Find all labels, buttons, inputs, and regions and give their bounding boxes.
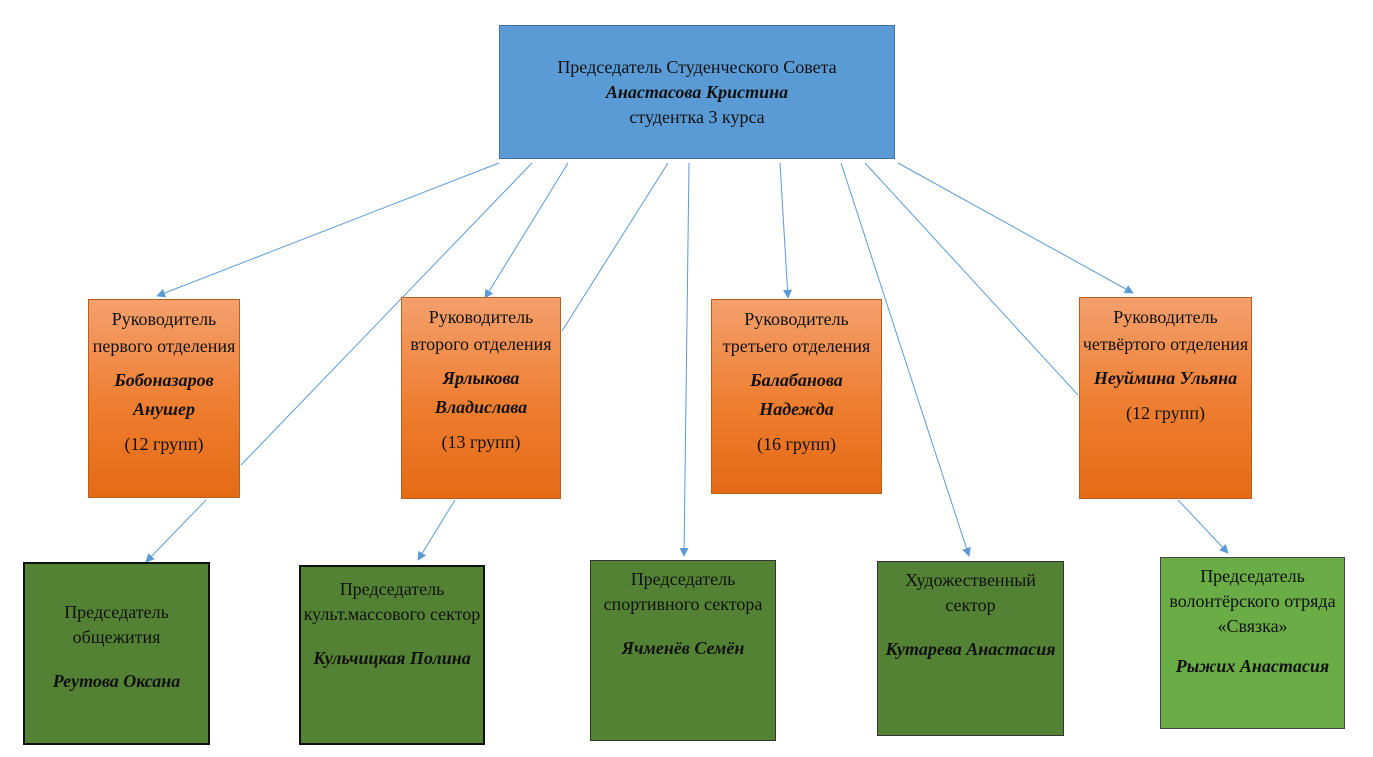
sector-head-name: Кульчицкая Полина: [313, 648, 471, 668]
sector-role: Председатель спортивного сектора: [603, 569, 763, 614]
sector-role: Художественный сектор: [905, 570, 1036, 615]
arrow-to-department-1: [156, 162, 500, 298]
sector-sports-box: Председатель спортивного сектора Ячменёв…: [590, 560, 776, 741]
department-head-name: Бобоназаров Анушер: [114, 370, 214, 419]
department-role: Руководитель четвёртого отделения: [1082, 307, 1249, 354]
department-head-name: Неуймина Ульяна: [1093, 368, 1238, 388]
department-2-box: Руководитель второго отделения Ярлыкова …: [401, 297, 561, 499]
department-groups: (16 групп): [757, 434, 836, 454]
student-council-chair-box: Председатель Студенческого Совета Анаста…: [499, 25, 895, 159]
chair-subtitle: студентка 3 курса: [629, 106, 765, 127]
line-top-to-sector-1-upper: [240, 162, 533, 466]
line-top-to-sector-2-lower: [417, 499, 456, 561]
chair-title: Председатель Студенческого Совета: [557, 56, 837, 77]
arrow-to-department-2: [484, 162, 569, 299]
sector-cultural-box: Председатель культ.массового сектор Куль…: [299, 565, 485, 745]
sector-role: Председатель волонтёрского отряда «Связк…: [1169, 566, 1336, 636]
sector-head-name: Реутова Оксана: [52, 671, 181, 691]
sector-head-name: Кутарева Анастасия: [885, 639, 1056, 659]
department-groups: (12 групп): [1126, 403, 1205, 423]
arrow-to-sector-4: [840, 162, 971, 557]
department-groups: (13 групп): [441, 432, 521, 452]
sector-role: Председатель общежития: [64, 602, 169, 647]
arrow-to-department-4: [897, 162, 1134, 294]
sector-volunteer-box: Председатель волонтёрского отряда «Связк…: [1160, 557, 1345, 729]
chair-name: Анастасова Кристина: [605, 81, 789, 102]
line-top-to-sector-5-upper: [864, 162, 1079, 396]
department-head-name: Ярлыкова Владислава: [434, 368, 528, 417]
arrow-to-department-3: [779, 162, 793, 299]
line-top-to-sector-1-lower: [145, 499, 207, 563]
department-head-name: Балабанова Надежда: [750, 370, 843, 419]
sector-head-name: Ячменёв Семён: [621, 638, 745, 658]
sector-head-name: Рыжих Анастасия: [1175, 656, 1330, 676]
line-top-to-sector-5-lower: [1177, 499, 1229, 554]
department-role: Руководитель третьего отделения: [722, 309, 871, 356]
arrow-to-sector-3: [679, 162, 690, 557]
department-3-box: Руководитель третьего отделения Балабано…: [711, 299, 882, 494]
sector-role: Председатель культ.массового сектор: [303, 579, 481, 624]
department-role: Руководитель второго отделения: [410, 307, 552, 354]
line-top-to-sector-2-upper: [561, 162, 669, 332]
department-4-box: Руководитель четвёртого отделения Неуйми…: [1079, 297, 1252, 499]
department-groups: (12 групп): [124, 434, 204, 454]
sector-dormitory-box: Председатель общежития Реутова Оксана: [23, 562, 210, 745]
sector-art-box: Художественный сектор Кутарева Анастасия: [877, 561, 1064, 736]
department-1-box: Руководитель первого отделения Бобоназар…: [88, 299, 240, 498]
department-role: Руководитель первого отделения: [92, 309, 236, 356]
